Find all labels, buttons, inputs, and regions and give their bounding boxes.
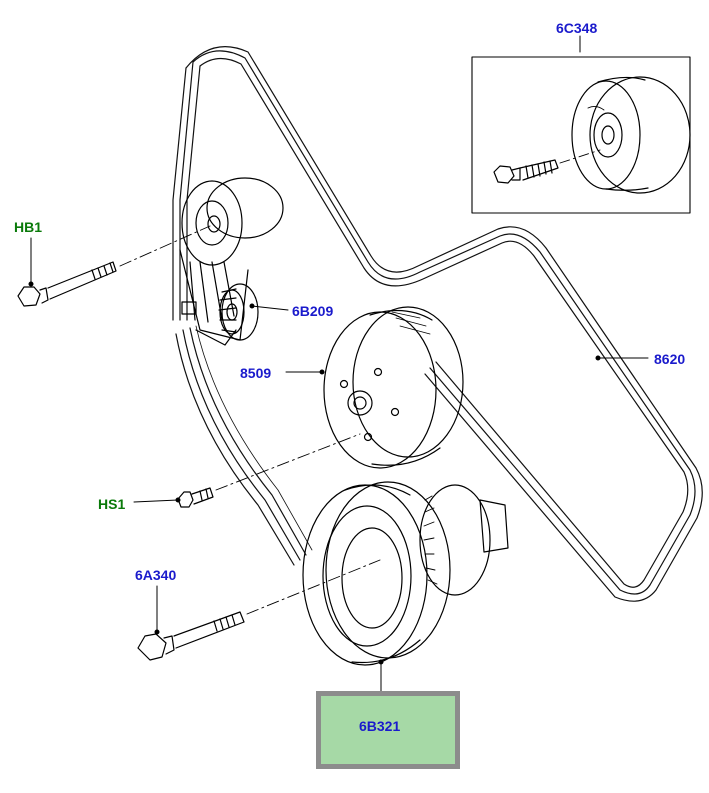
bolt-6A340	[137, 611, 245, 661]
pulley-8509	[323, 306, 464, 469]
idler-centerline	[559, 149, 601, 164]
callout-8509[interactable]: 8509	[240, 365, 272, 381]
idler-bolt	[493, 159, 559, 184]
drive-belt	[172, 46, 703, 602]
idler-pulley-6C348	[571, 76, 691, 194]
callout-6A340[interactable]: 6A340	[135, 567, 177, 583]
bolt-HB1	[17, 261, 117, 307]
callout-HB1[interactable]: HB1	[14, 219, 43, 235]
callout-6C348[interactable]: 6C348	[556, 20, 598, 36]
callout-8620[interactable]: 8620	[654, 351, 686, 367]
6a340-centerline	[246, 559, 381, 615]
tensioner-pulley-6B209	[218, 283, 259, 341]
hs1-centerline	[215, 433, 361, 491]
callout-HS1[interactable]: HS1	[98, 496, 126, 512]
selected-part-highlight[interactable]	[316, 691, 460, 769]
bolt-HS1	[177, 487, 214, 508]
crank-damper-6B321	[302, 481, 509, 666]
leader-lines	[28, 35, 649, 695]
hb1-centerline	[119, 225, 211, 267]
callout-6B209[interactable]: 6B209	[292, 303, 334, 319]
callout-6B321[interactable]: 6B321	[359, 718, 401, 734]
